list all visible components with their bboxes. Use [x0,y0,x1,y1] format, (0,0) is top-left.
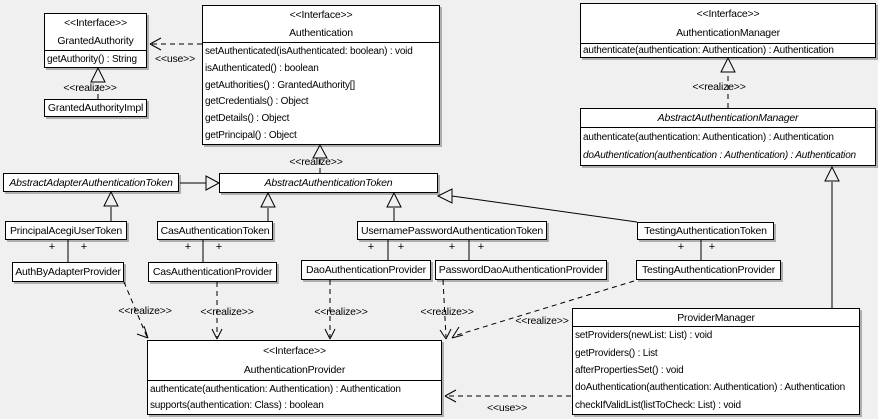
class-name: AbstractAdapterAuthenticationToken [9,176,173,189]
realize-label: <<realize>> [289,156,343,168]
stereotype-label: <<Interface>> [64,17,127,29]
use-label: <<use>> [154,53,196,65]
class-principal-acegi-user-token: PrincipalAcegiUserToken [5,221,127,240]
multiplicity-label: + [397,241,405,253]
multiplicity-label: + [184,241,192,253]
method-label: getCredentials() : Object [205,96,309,108]
use-label: <<use>> [486,402,528,414]
class-authentication-provider: <<Interface>> AuthenticationProvider aut… [147,340,442,415]
class-abstract-authentication-token: AbstractAuthenticationToken [219,173,438,193]
method-label: doAuthentication(authentication : Authen… [583,150,856,162]
edge-gen-providermanager [824,165,840,308]
realize-label: <<realize>> [515,315,569,327]
multiplicity-label: + [708,241,716,253]
method-label: getPrincipal() : Object [205,130,297,142]
stereotype-label: <<Interface>> [696,7,760,20]
class-granted-authority: <<Interface>> GrantedAuthority getAuthor… [44,13,147,68]
multiplicity-label: + [215,241,223,253]
method-label: getProviders() : List [575,347,658,359]
class-granted-authority-impl: GrantedAuthorityImpl [44,99,147,117]
class-abstract-authentication-manager: AbstractAuthenticationManager authentica… [580,108,876,166]
method-label: authenticate(authentication: Authenticat… [583,45,834,56]
realize-label: <<realize>> [314,306,368,318]
realize-label: <<realize>> [692,81,746,93]
realize-label: <<realize>> [118,305,172,317]
edge-use-authentication-grantedauthority [149,37,202,51]
class-cas-authentication-token: CasAuthenticationToken [157,221,273,240]
stereotype-label: <<Interface>> [263,344,326,357]
class-abstract-adapter-authentication-token: AbstractAdapterAuthenticationToken [3,173,179,192]
multiplicity-label: + [477,241,485,253]
class-name: AuthenticationProvider [243,364,346,377]
edge-gen-testing-token [436,188,638,223]
class-name: GrantedAuthorityImpl [47,102,144,114]
method-label: getAuthorities() : GrantedAuthority[] [205,79,355,91]
realize-label: <<realize>> [420,306,474,318]
class-name: PasswordDaoAuthenticationProvider [438,264,604,276]
class-name: TestingAuthenticationToken [644,225,767,237]
method-label: authenticate(authentication: Authenticat… [583,131,834,143]
class-name: Authentication [289,27,353,39]
edge-gen-cas-token [260,191,276,221]
class-name: AbstractAuthenticationToken [264,177,393,189]
class-name: AuthByAdapterProvider [15,266,121,278]
method-label: setProviders(newList: List) : void [575,330,713,342]
multiplicity-label: + [367,241,375,253]
class-username-password-authentication-token: UsernamePasswordAuthenticationToken [357,221,547,240]
class-authentication: <<Interface>> Authentication setAuthenti… [202,5,440,145]
class-name: ProviderManager [677,311,755,324]
class-name: CasAuthenticationToken [160,224,270,237]
realize-label: <<realize>> [63,82,117,94]
method-label: getDetails() : Object [205,113,290,125]
class-name: UsernamePasswordAuthenticationToken [360,224,544,237]
method-label: authenticate(authentication: Authenticat… [150,383,401,395]
class-authentication-manager: <<Interface>> AuthenticationManager auth… [580,3,876,58]
class-name: AbstractAuthenticationManager [657,112,799,124]
class-name: DaoAuthenticationProvider [306,264,426,276]
class-testing-authentication-token: TestingAuthenticationToken [637,222,774,240]
class-password-dao-authentication-provider: PasswordDaoAuthenticationProvider [435,260,607,280]
multiplicity-label: + [448,241,456,253]
multiplicity-label: + [80,241,88,253]
realize-label: <<realize>> [200,306,254,318]
edge-gen-principal-token [103,190,119,221]
method-label: setAuthenticated(isAuthenticated: boolea… [205,45,413,57]
class-provider-manager: ProviderManager setProviders(newList: Li… [572,308,860,415]
edge-use-providermanager [444,389,571,403]
class-auth-by-adapter-provider: AuthByAdapterProvider [12,262,124,282]
edge-gen-usernamepassword-token [386,191,402,221]
class-dao-authentication-provider: DaoAuthenticationProvider [301,260,431,280]
class-testing-authentication-provider: TestingAuthenticationProvider [636,260,781,280]
class-name: TestingAuthenticationProvider [641,264,776,276]
method-label: getAuthority() : String [47,53,137,65]
class-name: PrincipalAcegiUserToken [9,224,123,237]
class-name: GrantedAuthority [57,35,134,47]
class-name: AuthenticationManager [676,27,780,40]
method-label: doAuthentication(authentication: Authent… [575,382,845,394]
method-label: checkIfValidList(listToCheck: List) : vo… [575,399,741,411]
method-label: afterPropertiesSet() : void [575,365,684,377]
stereotype-label: <<Interface>> [289,9,353,21]
class-cas-authentication-provider: CasAuthenticationProvider [148,262,277,282]
edge-gen-adapter-token [180,175,221,191]
multiplicity-label: + [677,241,685,253]
multiplicity-label: + [48,241,56,253]
method-label: isAuthenticated() : boolean [205,62,319,74]
method-label: supports(authentication: Class) : boolea… [150,400,324,412]
class-name: CasAuthenticationProvider [152,266,273,278]
